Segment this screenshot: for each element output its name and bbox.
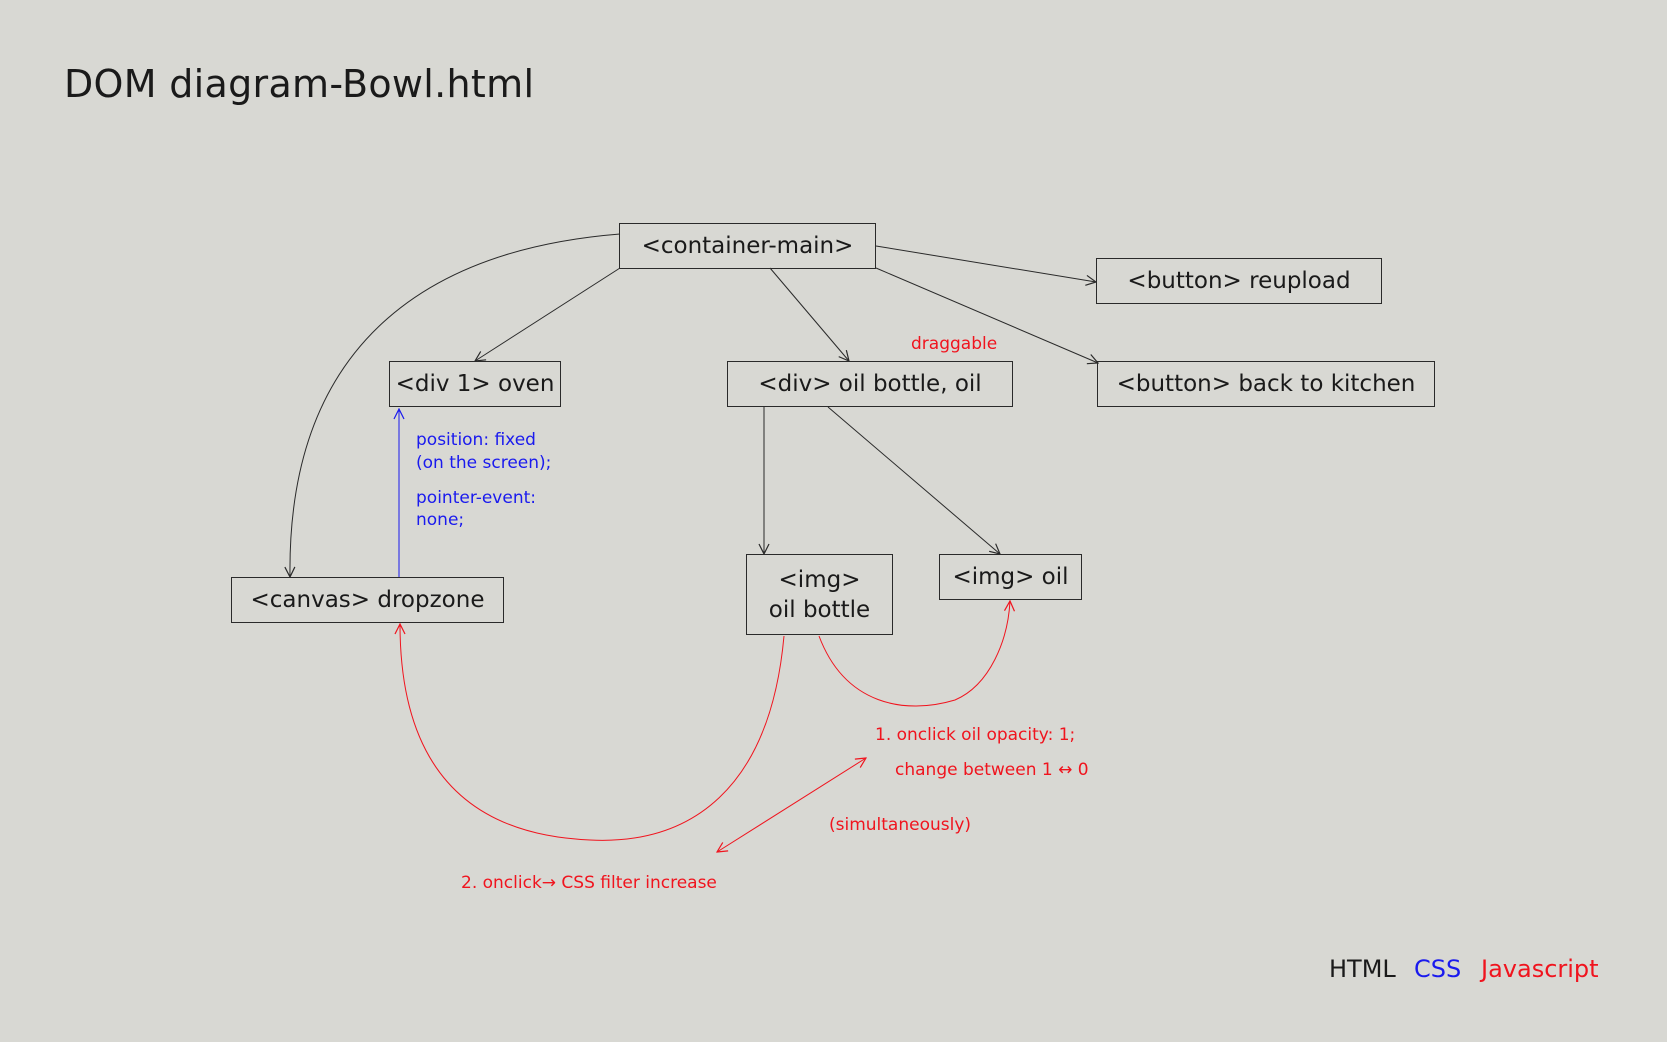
node-canvas-dropzone: <canvas> dropzone bbox=[231, 577, 504, 623]
node-img-oil-bottle-label: oil bottle bbox=[768, 596, 871, 623]
note-js-simultaneously: (simultaneously) bbox=[829, 815, 972, 835]
edge-container-to-canvas bbox=[290, 233, 621, 577]
edge-container-to-reupload bbox=[875, 245, 1096, 282]
arrow-simultaneous-js bbox=[717, 758, 866, 852]
edge-container-to-oven bbox=[475, 267, 621, 361]
legend-html: HTML bbox=[1329, 955, 1396, 983]
note-css-position-line1: position: fixed bbox=[416, 430, 536, 450]
node-container-main: <container-main> bbox=[619, 223, 876, 269]
edge-container-to-oilbottle-div bbox=[769, 267, 849, 361]
note-css-position-line2: (on the screen); bbox=[416, 453, 552, 473]
edge-div-to-img-oil bbox=[827, 406, 1000, 554]
legend-javascript: Javascript bbox=[1481, 955, 1599, 983]
node-div-oven: <div 1> oven bbox=[389, 361, 561, 407]
node-img-oil-bottle: <img> oil bottle bbox=[746, 554, 893, 635]
note-draggable: draggable bbox=[911, 334, 998, 354]
node-img-oil-bottle-tag: <img> bbox=[778, 566, 861, 593]
edge-container-to-back bbox=[875, 267, 1098, 363]
note-js-step1-line1: 1. onclick oil opacity: 1; bbox=[875, 725, 1076, 745]
node-button-back-to-kitchen: <button> back to kitchen bbox=[1097, 361, 1435, 407]
edge-img-oilbottle-to-canvas-js bbox=[400, 624, 785, 841]
legend-css: CSS bbox=[1414, 955, 1462, 983]
note-js-step2: 2. onclick→ CSS filter increase bbox=[461, 873, 717, 893]
note-css-pointer-line2: none; bbox=[416, 510, 465, 530]
note-css-pointer-line1: pointer-event: bbox=[416, 488, 536, 508]
edge-img-oilbottle-to-img-oil-js bbox=[818, 601, 1010, 707]
node-img-oil: <img> oil bbox=[939, 554, 1082, 600]
node-button-reupload: <button> reupload bbox=[1096, 258, 1382, 304]
note-js-step1-line2: change between 1 ↔ 0 bbox=[895, 760, 1089, 780]
node-div-oil-bottle: <div> oil bottle, oil bbox=[727, 361, 1013, 407]
diagram-title: DOM diagram-Bowl.html bbox=[64, 62, 535, 106]
